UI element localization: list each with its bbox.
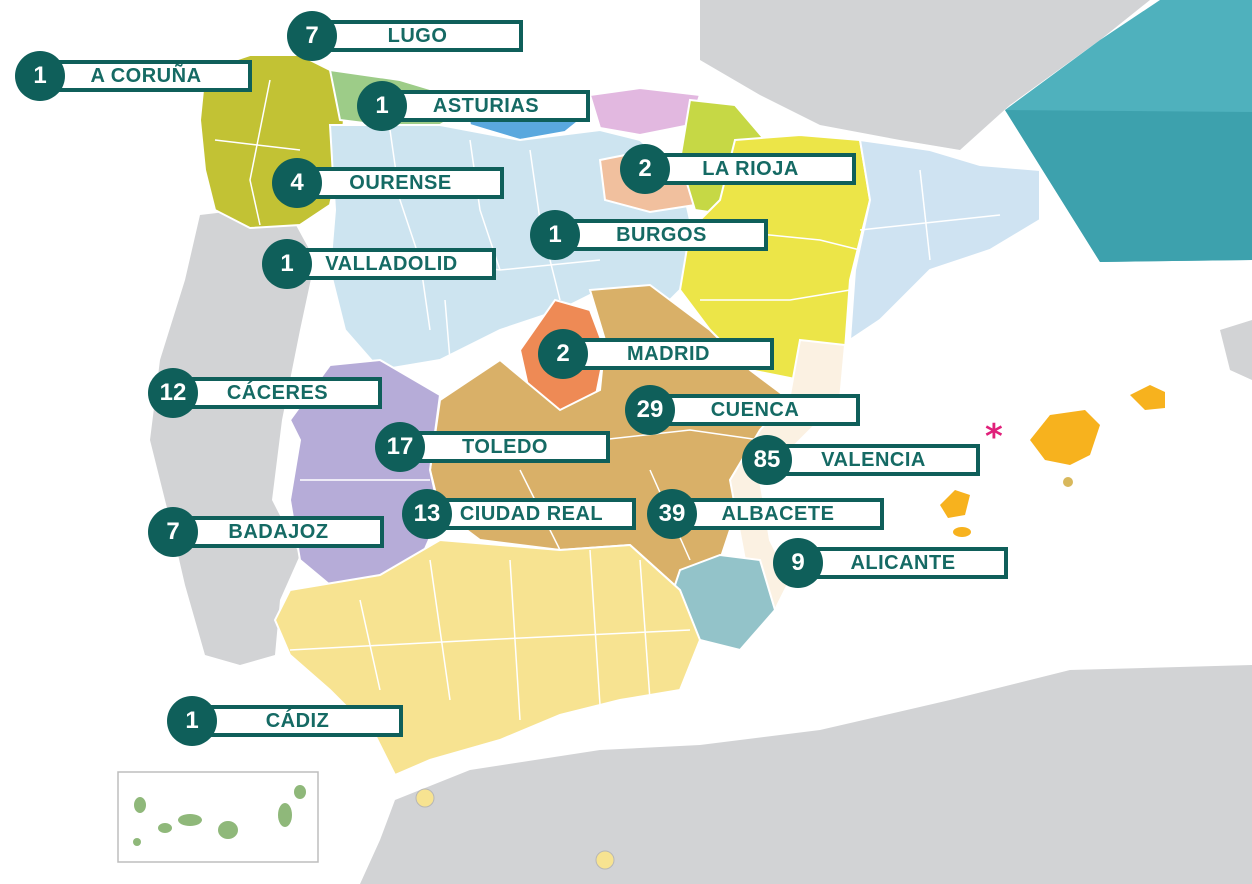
badge-valladolid: VALLADOLID 1 (262, 239, 496, 289)
count-circle: 2 (620, 144, 670, 194)
count-circle: 1 (15, 51, 65, 101)
count-circle: 4 (272, 158, 322, 208)
province-label: CÁCERES (173, 377, 382, 409)
teal-ribbon-shadow (1005, 110, 1252, 262)
province-label: VALENCIA (767, 444, 980, 476)
island-menorca (1130, 385, 1165, 410)
badge-caceres: CÁCERES 12 (148, 368, 382, 418)
province-label: ASTURIAS (382, 90, 590, 122)
island-cabrera (1063, 477, 1073, 487)
province-label: A CORUÑA (40, 60, 252, 92)
melilla-marker (595, 850, 615, 870)
badge-la-rioja: LA RIOJA 2 (620, 144, 856, 194)
province-label: CIUDAD REAL (427, 498, 636, 530)
province-label: LUGO (312, 20, 523, 52)
badge-toledo: TOLEDO 17 (375, 422, 610, 472)
badge-ourense: OURENSE 4 (272, 158, 504, 208)
badge-cuenca: CUENCA 29 (625, 385, 860, 435)
baleares-asterisk: * (985, 417, 1003, 457)
province-label: VALLADOLID (287, 248, 496, 280)
badge-lugo: LUGO 7 (287, 11, 523, 61)
province-label: BURGOS (555, 219, 768, 251)
count-circle: 7 (287, 11, 337, 61)
canarias-islands (133, 785, 306, 846)
count-circle: 17 (375, 422, 425, 472)
portugal-land (150, 205, 315, 665)
badge-badajoz: BADAJOZ 7 (148, 507, 384, 557)
count-circle: 85 (742, 435, 792, 485)
badge-valencia: VALENCIA 85 (742, 435, 980, 485)
province-label: ALBACETE (672, 498, 884, 530)
region-cataluna (848, 138, 1041, 342)
badge-alicante: ALICANTE 9 (773, 538, 1008, 588)
province-label: OURENSE (297, 167, 504, 199)
count-circle: 1 (262, 239, 312, 289)
count-circle: 12 (148, 368, 198, 418)
sardinia-land (1220, 320, 1252, 380)
badge-cadiz: CÁDIZ 1 (167, 696, 403, 746)
count-circle: 2 (538, 329, 588, 379)
count-circle: 1 (357, 81, 407, 131)
badge-a-coruna: A CORUÑA 1 (15, 51, 252, 101)
province-label: BADAJOZ (173, 516, 384, 548)
badge-asturias: ASTURIAS 1 (357, 81, 590, 131)
count-circle: 1 (530, 210, 580, 260)
province-label: CUENCA (650, 394, 860, 426)
north-africa-land (360, 665, 1252, 884)
badge-madrid: MADRID 2 (538, 329, 774, 379)
count-circle: 9 (773, 538, 823, 588)
province-borders (214, 79, 1001, 721)
island-formentera (953, 527, 971, 537)
badge-burgos: BURGOS 1 (530, 210, 768, 260)
count-circle: 13 (402, 489, 452, 539)
province-label: LA RIOJA (645, 153, 856, 185)
island-ibiza (940, 490, 970, 518)
france-land (700, 0, 1150, 150)
province-label: MADRID (563, 338, 774, 370)
ceuta-marker (415, 788, 435, 808)
badge-albacete: ALBACETE 39 (647, 489, 884, 539)
island-mallorca (1030, 410, 1100, 465)
count-circle: 1 (167, 696, 217, 746)
province-label: CÁDIZ (192, 705, 403, 737)
province-label: TOLEDO (400, 431, 610, 463)
count-circle: 39 (647, 489, 697, 539)
region-pais-vasco (588, 86, 702, 137)
badge-ciudad-real: CIUDAD REAL 13 (402, 489, 636, 539)
count-circle: 29 (625, 385, 675, 435)
count-circle: 7 (148, 507, 198, 557)
province-label: ALICANTE (798, 547, 1008, 579)
